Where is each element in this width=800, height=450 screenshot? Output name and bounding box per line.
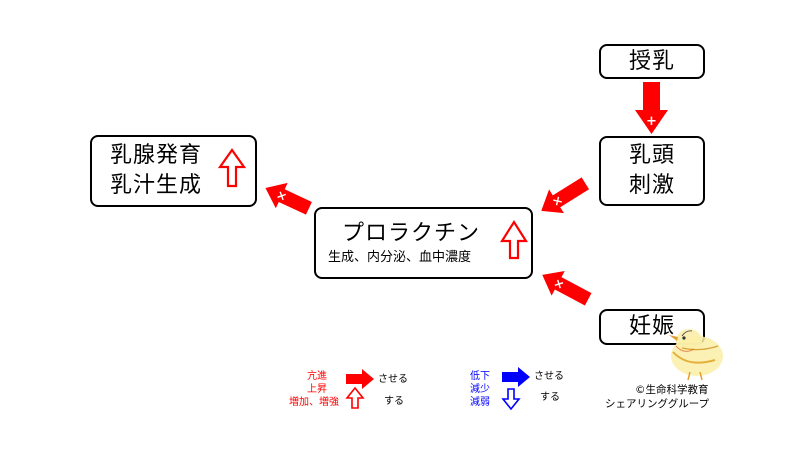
arrow-nyuto-to-prolactin: × <box>541 177 590 214</box>
nyusen-label-line2: 乳汁生成 <box>110 173 203 198</box>
svg-text:+: + <box>646 114 657 129</box>
legend-red-saseru: させる <box>378 374 408 385</box>
legend-blue-line1: 低下 <box>470 371 490 382</box>
legend-red-suru: する <box>384 396 404 407</box>
legend-red-up-arrow <box>345 386 365 409</box>
arrow-junyu-to-nyuto: + <box>635 82 668 134</box>
legend-red-line1: 亢進 <box>307 371 327 382</box>
ninshin-label: 妊娠 <box>628 314 675 339</box>
legend-blue-saseru: させる <box>534 371 564 382</box>
prolactin-box: プロラクチン 生成、内分泌、血中濃度 <box>314 207 533 279</box>
copyright-line1: ©生命科学教育 <box>635 384 709 396</box>
legend-red-labels: 亢進 上昇 増加、増強 <box>289 370 344 409</box>
arrow-prolactin-to-nyusen: × <box>265 182 312 215</box>
legend-red-right-arrow <box>346 369 374 389</box>
nyusen-label-line1: 乳腺発育 <box>110 143 203 168</box>
legend-blue-right-arrow <box>502 367 530 387</box>
nyuto-shigeki-box: 乳頭 刺激 <box>599 136 705 206</box>
legend-blue-labels: 低下 減少 減弱 <box>470 370 490 409</box>
copyright-line2: シェアリンググループ <box>605 398 710 410</box>
increase-arrow-nyusen <box>217 148 247 188</box>
prolactin-title: プロラクチン <box>342 221 481 246</box>
legend-blue-suru: する <box>540 392 560 403</box>
legend-red-line3: 増加、増強 <box>289 397 339 408</box>
legend-red-line2: 上昇 <box>307 384 327 395</box>
junyu-box: 授乳 <box>599 44 705 79</box>
legend-blue-line3: 減弱 <box>470 397 490 408</box>
nyuto-label-line1: 乳頭 <box>628 143 675 168</box>
prolactin-subtitle: 生成、内分泌、血中濃度 <box>328 250 472 265</box>
increase-arrow-prolactin <box>500 219 528 260</box>
legend-blue-down-arrow <box>501 388 521 411</box>
copyright: ©生命科学教育 シェアリンググループ <box>605 383 709 411</box>
junyu-label: 授乳 <box>628 48 675 74</box>
chick-logo <box>669 329 723 381</box>
legend-blue-line2: 減少 <box>470 384 490 395</box>
arrow-ninshin-to-prolactin: × <box>542 270 592 306</box>
nyuto-label-line2: 刺激 <box>628 173 675 198</box>
